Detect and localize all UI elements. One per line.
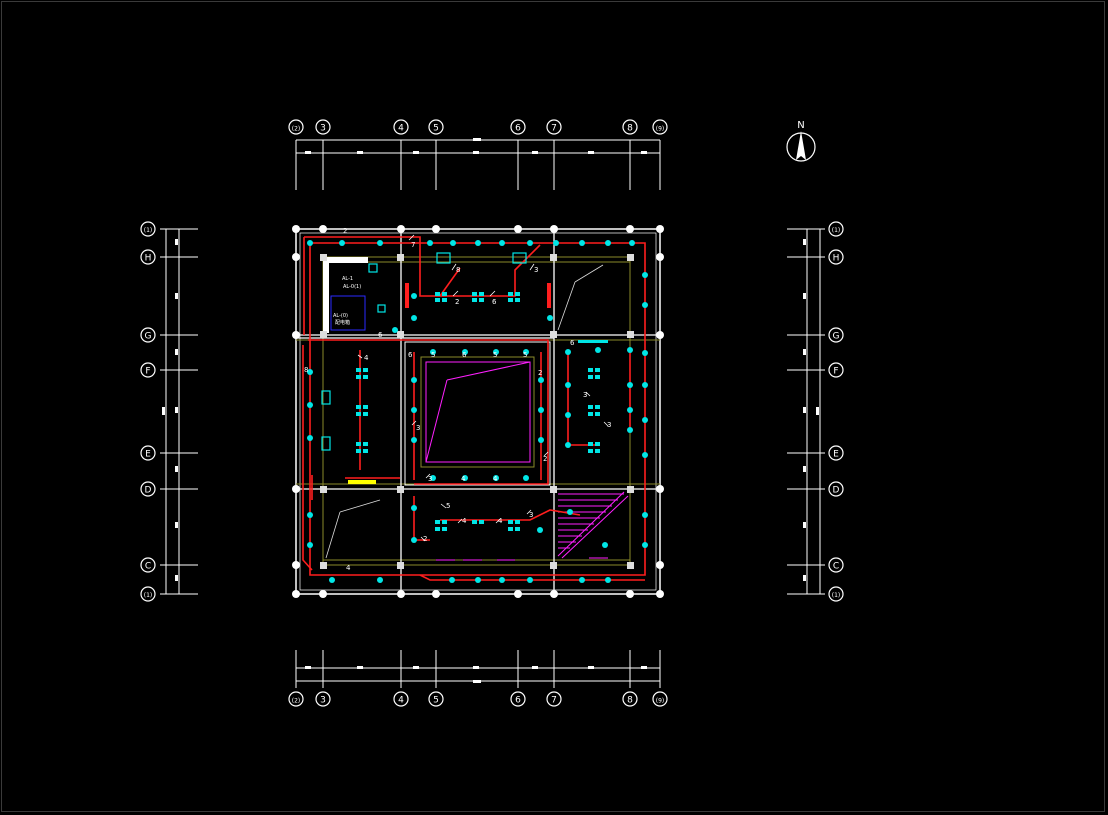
svg-text:4: 4 xyxy=(462,517,467,525)
grid-label: 8 xyxy=(627,124,633,134)
bottom-dimension-ticks xyxy=(305,666,647,683)
right-dimension-lines xyxy=(787,228,825,595)
svg-text:4: 4 xyxy=(493,475,498,483)
right-dimension-ticks xyxy=(803,239,819,581)
grid-label: E xyxy=(833,450,839,460)
svg-text:3: 3 xyxy=(583,391,587,399)
grid-label: H xyxy=(145,254,152,264)
svg-text:4: 4 xyxy=(364,354,369,362)
grid-label: F xyxy=(833,367,838,377)
grid-label: (2) xyxy=(292,698,301,705)
grid-label: C xyxy=(833,562,839,572)
grid-label: 4 xyxy=(398,696,404,706)
yellow-element xyxy=(348,480,376,484)
svg-text:3: 3 xyxy=(534,266,538,274)
grid-label: (9) xyxy=(656,698,665,705)
svg-text:2: 2 xyxy=(423,535,427,543)
wire-ticks xyxy=(357,234,609,542)
fluorescent-fixtures xyxy=(356,292,600,531)
grid-label: G xyxy=(833,332,840,342)
equipment-boxes xyxy=(321,252,527,451)
grid-label: 6 xyxy=(515,124,521,134)
svg-text:6: 6 xyxy=(408,351,413,359)
building-outline xyxy=(295,228,661,595)
grid-label: (1) xyxy=(144,592,153,599)
left-grid-bubbles xyxy=(140,221,156,602)
svg-text:2: 2 xyxy=(455,298,459,306)
room-diagonal-lines xyxy=(325,264,604,559)
grid-label: D xyxy=(833,486,840,496)
svg-text:5: 5 xyxy=(431,351,435,359)
bottom-grid-bubbles xyxy=(288,691,668,707)
svg-text:5: 5 xyxy=(446,502,450,510)
grid-label: (2) xyxy=(292,126,301,133)
right-grid-labels: (1) H G F E D C (1) xyxy=(832,227,841,599)
grid-label: (1) xyxy=(832,227,841,234)
grid-label: 7 xyxy=(551,124,557,134)
grid-label: H xyxy=(833,254,840,264)
grid-label: F xyxy=(145,367,150,377)
right-grid-bubbles xyxy=(828,221,844,602)
svg-text:2: 2 xyxy=(538,369,542,377)
service-room: AL-(0) 配电箱 AL-1 AL-0(1) xyxy=(323,257,368,333)
svg-text:6: 6 xyxy=(462,351,467,359)
svg-text:5: 5 xyxy=(523,351,527,359)
svg-text:4: 4 xyxy=(461,475,466,483)
grid-label: 3 xyxy=(320,696,326,706)
grid-label: (1) xyxy=(144,227,153,234)
grid-label: G xyxy=(145,332,152,342)
ceiling-lights xyxy=(307,240,648,583)
central-atrium xyxy=(404,341,551,486)
svg-text:3: 3 xyxy=(607,421,611,429)
column-squares xyxy=(320,254,634,569)
legend-text: AL-1 xyxy=(342,276,353,282)
left-grid-labels: (1) H G F E D C (1) xyxy=(144,227,153,599)
svg-text:8: 8 xyxy=(304,366,308,374)
grid-label: (1) xyxy=(832,592,841,599)
svg-text:7: 7 xyxy=(411,241,415,249)
svg-text:2: 2 xyxy=(543,455,547,463)
north-label: N xyxy=(797,120,804,131)
legend-text: AL-0(1) xyxy=(343,284,361,290)
grid-label: 7 xyxy=(551,696,557,706)
svg-text:8: 8 xyxy=(456,266,460,274)
svg-text:3: 3 xyxy=(428,475,432,483)
grid-label: 4 xyxy=(398,124,404,134)
north-arrow-icon: N xyxy=(786,120,816,162)
grid-label: 5 xyxy=(433,124,439,134)
svg-text:6: 6 xyxy=(378,331,383,339)
grid-label: C xyxy=(145,562,151,572)
grid-label: 5 xyxy=(433,696,439,706)
top-grid-bubbles xyxy=(288,119,668,135)
grid-label: D xyxy=(145,486,152,496)
top-grid-labels: (2) 3 4 5 6 7 8 (9) xyxy=(292,124,665,134)
interior-walls xyxy=(296,229,660,594)
svg-text:4: 4 xyxy=(346,564,351,572)
circuit-labels: 7 8 3 2 6 6 4 8 6 5 6 5 5 6 2 3 2 3 3 3 … xyxy=(304,227,611,572)
top-dimension-ticks xyxy=(305,138,647,154)
column-markers xyxy=(292,225,664,598)
grid-label: 3 xyxy=(320,124,326,134)
svg-text:6: 6 xyxy=(492,298,497,306)
svg-text:5: 5 xyxy=(493,351,497,359)
grid-label: 8 xyxy=(627,696,633,706)
red-panels xyxy=(405,283,551,308)
bottom-grid-labels: (2) 3 4 5 6 7 8 (9) xyxy=(292,696,665,706)
grid-label: (9) xyxy=(656,126,665,133)
svg-text:6: 6 xyxy=(570,339,575,347)
left-dimension-lines xyxy=(160,228,198,595)
svg-text:2: 2 xyxy=(343,227,347,235)
legend-text: 配电箱 xyxy=(335,319,350,326)
stair-bottom-right xyxy=(436,491,629,561)
left-dimension-ticks xyxy=(162,239,178,581)
svg-text:4: 4 xyxy=(498,517,503,525)
grid-label: 6 xyxy=(515,696,521,706)
cyan-bar xyxy=(578,340,608,343)
svg-text:3: 3 xyxy=(416,424,420,432)
svg-text:3: 3 xyxy=(529,511,533,519)
legend-text: AL-(0) xyxy=(333,313,348,319)
grid-label: E xyxy=(145,450,151,460)
